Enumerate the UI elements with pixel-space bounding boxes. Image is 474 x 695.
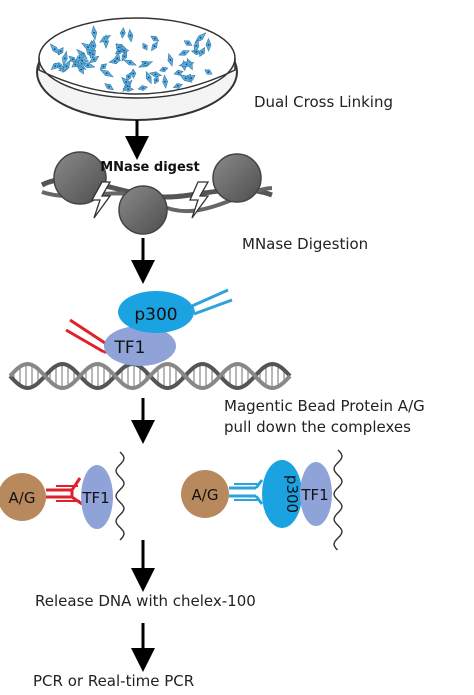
cell-nucleus <box>102 65 105 68</box>
cell-nucleus <box>65 65 68 68</box>
cell-nucleus <box>129 34 132 37</box>
cell-nucleus <box>54 65 57 67</box>
blue-antibody <box>229 479 264 505</box>
cell-nucleus <box>162 68 165 71</box>
cell-nucleus <box>164 80 167 83</box>
pulldown-complex-p300-tf1: A/G p300 TF1 <box>181 449 343 551</box>
cultured-cells <box>49 25 213 93</box>
p300-protein <box>262 460 302 528</box>
cell-nucleus <box>71 58 74 61</box>
dna-strand <box>8 361 292 391</box>
cell-nucleus <box>184 77 187 80</box>
step-pcr: PCR or Real-time PCR <box>33 672 195 690</box>
nucleosome <box>53 151 107 205</box>
cell-nucleus <box>144 45 146 48</box>
tf1-protein <box>104 326 176 366</box>
nucleosome <box>212 153 262 203</box>
cell-nucleus <box>105 72 108 75</box>
pulldown-complex-tf1: A/G TF1 <box>0 451 125 541</box>
step-release-dna: Release DNA with chelex-100 <box>35 592 256 610</box>
cell-nucleus <box>187 42 189 44</box>
cell-nucleus <box>183 52 186 54</box>
cell-nucleus <box>59 50 62 53</box>
cell-nucleus <box>147 76 150 79</box>
cell-nucleus <box>153 45 156 48</box>
cell-nucleus <box>58 65 61 67</box>
cell-nucleus <box>93 58 95 61</box>
cell-nucleus <box>177 71 180 74</box>
p300-protein <box>118 291 194 333</box>
cell-nucleus <box>117 46 120 49</box>
cell-nucleus <box>199 36 202 39</box>
cell-nucleus <box>64 57 66 60</box>
cell-nucleus <box>80 68 83 71</box>
ag-label: A/G <box>9 489 36 507</box>
dna-fragment <box>115 451 125 541</box>
cell-nucleus <box>207 71 210 73</box>
cell-nucleus <box>91 53 94 55</box>
chromatin-nucleosomes: MNase digest <box>40 151 273 235</box>
cell-nucleus <box>155 79 158 81</box>
blue-antibody <box>191 288 233 316</box>
cell-nucleus <box>195 45 198 47</box>
cell-nucleus <box>201 51 204 53</box>
cell-nucleus <box>195 51 198 54</box>
petri-dish <box>36 17 238 121</box>
cut-bolt-icon <box>90 181 112 219</box>
cut-bolt-icon <box>188 181 210 219</box>
cell-nucleus <box>108 85 110 88</box>
cell-nucleus <box>87 64 89 67</box>
cell-nucleus <box>185 63 188 66</box>
protein-ag-bead <box>181 470 229 518</box>
cell-nucleus <box>105 40 107 43</box>
cell-nucleus <box>129 61 132 64</box>
cell-nucleus <box>87 46 89 48</box>
cell-nucleus <box>125 81 128 83</box>
dna-protein-complex: TF1 p300 <box>8 288 292 391</box>
cell-nucleus <box>93 31 96 34</box>
tf1-label: TF1 <box>114 338 146 358</box>
step-pulldown-line2: pull down the complexes <box>224 418 411 436</box>
p300-label: p300 <box>134 305 177 325</box>
red-antibody <box>65 318 109 354</box>
protein-ag-bead <box>0 473 46 521</box>
step-pulldown-line1: Magentic Bead Protein A/G <box>224 397 425 415</box>
cell-nucleus <box>141 87 144 89</box>
cell-nucleus <box>74 63 77 66</box>
cell-nucleus <box>154 37 156 40</box>
cell-nucleus <box>123 55 126 58</box>
tf1-label: TF1 <box>81 489 109 507</box>
tf1-label: TF1 <box>300 486 328 504</box>
cell-nucleus <box>127 88 130 90</box>
cell-nucleus <box>88 51 91 54</box>
cell-nucleus <box>154 73 157 76</box>
cell-nucleus <box>92 44 95 47</box>
cell-nucleus <box>116 57 119 60</box>
ag-label: A/G <box>192 486 219 504</box>
cell-nucleus <box>190 77 193 80</box>
cell-nucleus <box>78 56 81 59</box>
dna-double-helix <box>8 361 292 391</box>
cell-nucleus <box>169 59 172 61</box>
cell-nucleus <box>177 85 179 87</box>
cell-nucleus <box>132 72 135 75</box>
cell-nucleus <box>53 48 56 50</box>
cell-nucleus <box>114 60 116 63</box>
dna-fragment <box>333 449 343 551</box>
cell-nucleus <box>127 75 130 78</box>
step-mnase-digestion: MNase Digestion <box>242 235 369 253</box>
cell-nucleus <box>81 59 83 62</box>
p300-label: p300 <box>283 475 301 513</box>
cell-nucleus <box>144 62 147 65</box>
step-crosslinking: Dual Cross Linking <box>254 93 393 111</box>
nucleosome <box>118 185 168 235</box>
mnase-digest-label: MNase digest <box>100 160 200 175</box>
tf1-protein <box>300 462 332 526</box>
cell-nucleus <box>207 43 210 46</box>
tf1-protein <box>81 465 113 529</box>
cell-nucleus <box>121 32 124 34</box>
cell-nucleus <box>123 49 125 52</box>
